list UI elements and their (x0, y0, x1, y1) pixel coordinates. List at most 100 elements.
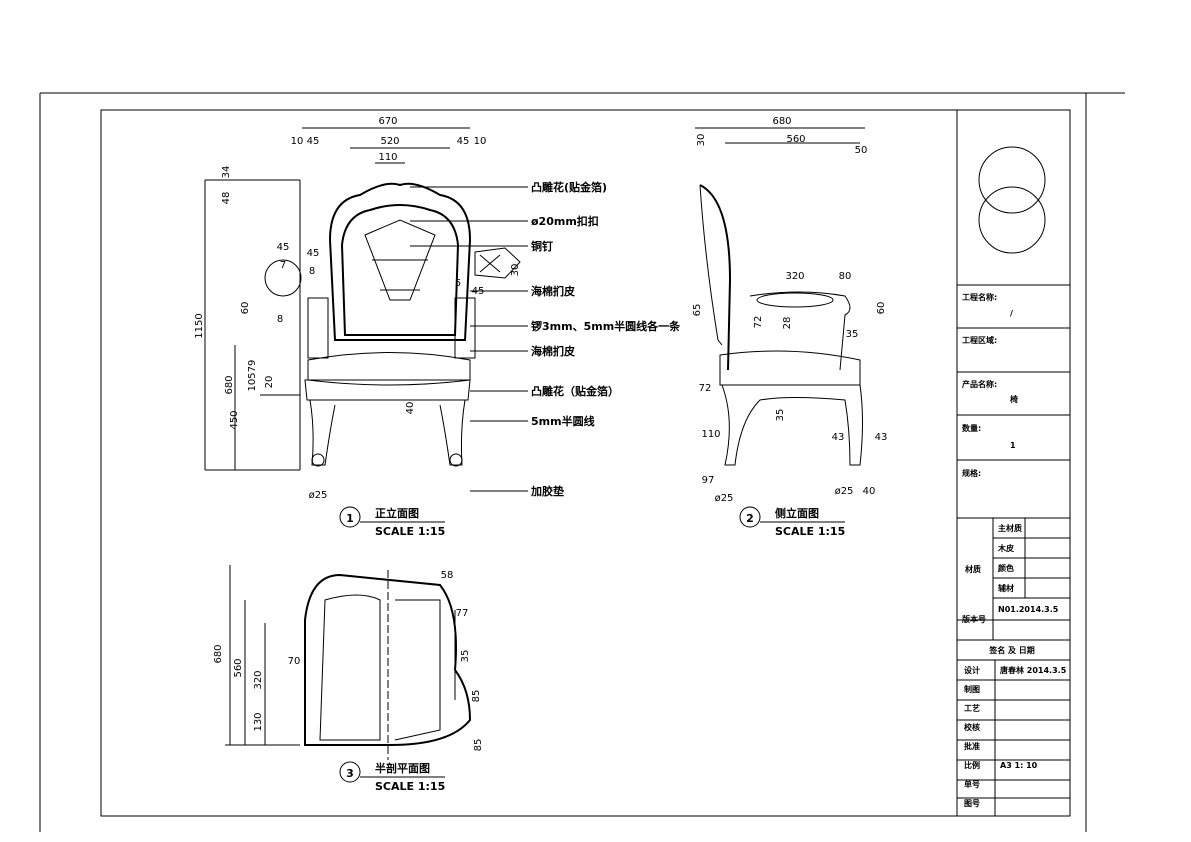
front-dimension: 10 (291, 136, 304, 147)
material-row-label: 木皮 (997, 543, 1014, 553)
material-row-label: 主材质 (998, 523, 1022, 533)
annotation-label: 铜钉 (530, 239, 553, 253)
side-dimension: 50 (855, 145, 868, 156)
plan-view-chair (304, 570, 472, 760)
front-dimension: 30 (510, 264, 521, 277)
front-dimension: 45 (457, 136, 470, 147)
annotation-label: 海棉扪皮 (531, 344, 575, 358)
annotation-label: ø20mm扣扣 (531, 214, 599, 228)
sign-row-label: 比例 (964, 760, 980, 770)
annotation-label: 加胶垫 (530, 484, 564, 498)
dimension-lines (204, 127, 865, 746)
sign-row-label: 单号 (964, 779, 980, 789)
side-dimension: 40 (863, 486, 876, 497)
side-dimension: 110 (701, 429, 720, 440)
front-dimension: 20 (264, 376, 275, 389)
view-number-circle (339, 761, 361, 783)
side-dimension: 35 (846, 329, 859, 340)
view-scale: SCALE 1:15 (375, 525, 445, 538)
front-dimension: 48 (221, 192, 232, 205)
title-block-lines (957, 284, 1070, 817)
side-dimension: 65 (692, 304, 703, 317)
sign-row-label: 校核 (964, 722, 980, 732)
version-label: 版本号 (961, 614, 986, 624)
drawing-frame (100, 109, 1071, 817)
plan-dimension: 70 (288, 656, 301, 667)
view-number: 1 (346, 512, 354, 525)
plan-dimension: 85 (473, 739, 484, 752)
side-dimension: 320 (785, 271, 804, 282)
view-number: 2 (746, 512, 754, 525)
front-dimension: 110 (378, 152, 397, 163)
sign-row-label: 工艺 (964, 703, 980, 713)
front-dimension: 79 (247, 360, 258, 373)
front-view-chair (264, 182, 521, 467)
material-label: 材质 (965, 564, 981, 574)
front-dimension: 450 (229, 410, 240, 429)
project-name-value: / (1010, 309, 1013, 318)
side-dimension: 80 (839, 271, 852, 282)
annotation-label: 锣3mm、5mm半圆线各一条 (531, 319, 681, 333)
quantity-value: 1 (1010, 441, 1016, 450)
view-title: 侧立面图 (775, 506, 819, 520)
front-dimension: 8 (277, 314, 283, 325)
view-title: 正立面图 (375, 506, 419, 520)
front-dimension: 34 (221, 166, 232, 179)
side-dimension: 72 (699, 383, 712, 394)
front-dimension: 45 (307, 248, 320, 259)
side-dimension: ø25 (715, 493, 734, 504)
version-value: N01.2014.3.5 (998, 605, 1059, 614)
front-dimension: 1150 (194, 313, 205, 338)
project-area-label: 工程区域: (962, 335, 997, 345)
plan-dimension: 320 (253, 670, 264, 689)
side-dimension: 43 (875, 432, 888, 443)
plan-dimension: 680 (213, 644, 224, 663)
plan-dimension: 35 (460, 650, 471, 663)
side-dimension: ø25 (835, 486, 854, 497)
side-dimension: 28 (782, 317, 793, 330)
plan-dimension: 77 (456, 608, 469, 619)
side-dimension: 43 (832, 432, 845, 443)
sign-row-label: 制图 (964, 684, 980, 694)
side-dimension: 30 (696, 134, 707, 147)
quantity-label: 数量: (962, 423, 981, 433)
front-dimension: 105 (247, 372, 258, 391)
side-dimension: 72 (753, 316, 764, 329)
logo-circle-top (978, 146, 1046, 214)
project-name-label: 工程名称: (962, 292, 997, 302)
sign-row-label: 图号 (964, 799, 980, 808)
plan-dimension: 560 (233, 658, 244, 677)
front-dimension: 7 (280, 260, 286, 271)
front-dimension: 5 (455, 278, 461, 289)
front-dimension: 45 (307, 136, 320, 147)
sign-row-value: A3 1: 10 (1000, 761, 1038, 770)
front-dimension: ø25 (309, 490, 328, 501)
front-dimension: 45 (277, 242, 290, 253)
front-dimension: 10 (474, 136, 487, 147)
view-number-circle (739, 506, 761, 528)
sign-header: 签名 及 日期 (988, 645, 1035, 655)
view-number-circle (339, 506, 361, 528)
plan-dimension: 85 (471, 690, 482, 703)
annotation-label: 凸雕花（贴金箔） (531, 384, 619, 398)
view-number: 3 (346, 767, 354, 780)
logo-circle-bottom (978, 186, 1046, 254)
product-name-label: 产品名称: (962, 379, 997, 389)
side-dimension: 97 (702, 475, 715, 486)
front-dimension: 520 (380, 136, 399, 147)
view-scale: SCALE 1:15 (375, 780, 445, 793)
sign-row-value: 唐春林 2014.3.5 (1000, 665, 1067, 675)
material-row-label: 辅材 (998, 583, 1014, 593)
side-view-chair (699, 184, 863, 466)
side-dimension: 35 (775, 409, 786, 422)
front-dimension: 680 (224, 375, 235, 394)
annotation-label: 5mm半圆线 (531, 414, 595, 428)
product-name-value: 椅 (1010, 394, 1018, 404)
side-dimension: 60 (876, 302, 887, 315)
annotation-label: 海棉扪皮 (531, 284, 575, 298)
view-title: 半剖平面图 (375, 761, 430, 775)
front-dimension: 60 (240, 302, 251, 315)
view-scale: SCALE 1:15 (775, 525, 845, 538)
side-dimension: 560 (786, 134, 805, 145)
